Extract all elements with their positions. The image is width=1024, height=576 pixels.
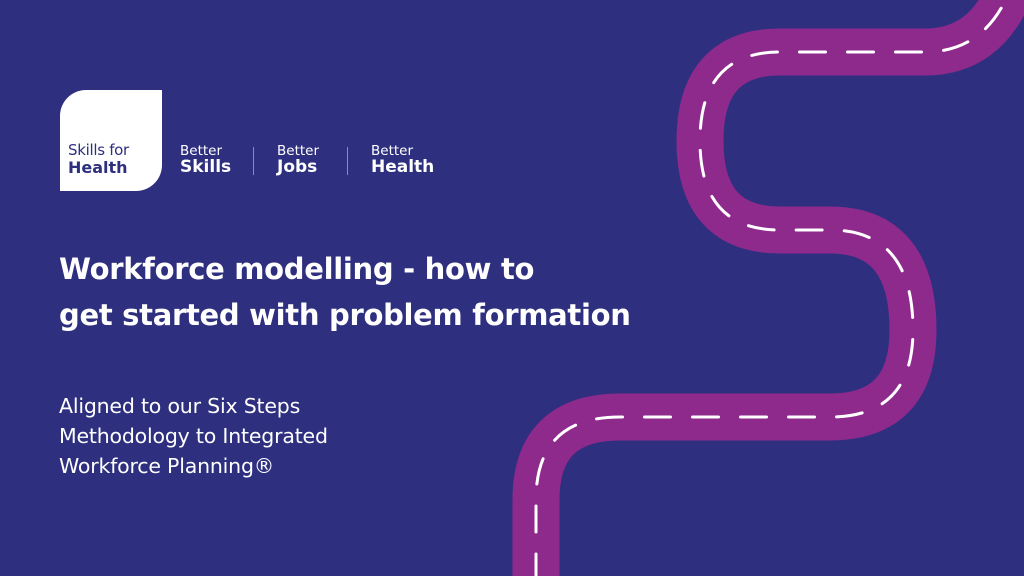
logo-line1: Skills for [68, 141, 129, 159]
tagline-big: Skills [180, 157, 232, 177]
tagline-better-skills: Better Skills [180, 143, 232, 177]
tagline-small: Better [180, 143, 223, 159]
page-title: Workforce modelling - how to get started… [59, 246, 631, 338]
subtitle-line3: Workforce Planning® [59, 454, 275, 478]
tagline-better-health: Better Health [371, 143, 435, 177]
subtitle: Aligned to our Six Steps Methodology to … [59, 391, 328, 481]
divider [347, 147, 348, 175]
title-line2: get started with problem formation [59, 298, 631, 332]
tagline-big: Jobs [277, 157, 318, 177]
tagline-small: Better [277, 143, 320, 159]
subtitle-line2: Methodology to Integrated [59, 424, 328, 448]
tagline-big: Health [371, 157, 435, 177]
title-line1: Workforce modelling - how to [59, 252, 535, 286]
skills-for-health-logo: Skills for Health [60, 90, 162, 191]
logo-line2: Health [68, 158, 128, 177]
tagline-small: Better [371, 143, 414, 159]
tagline-better-jobs: Better Jobs [277, 143, 320, 177]
divider [253, 147, 254, 175]
subtitle-line1: Aligned to our Six Steps [59, 394, 301, 418]
